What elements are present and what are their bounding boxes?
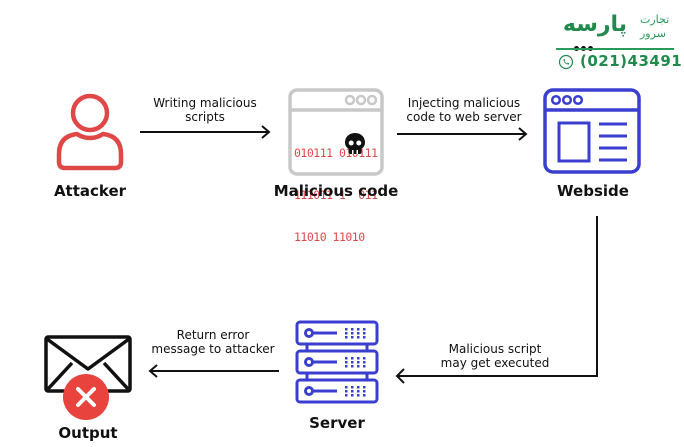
website-icon — [543, 88, 641, 174]
brand-tagline-1: تجارت — [640, 13, 670, 26]
edge-label-line: Writing malicious — [153, 96, 257, 110]
user-icon — [56, 93, 124, 171]
binary-line: 111011 1 011 — [294, 188, 378, 202]
attacker-label: Attacker — [53, 182, 127, 200]
edge-label-line: Return error — [176, 328, 250, 342]
edge-label-executed: Malicious script may get executed — [430, 342, 560, 370]
binary-line: 010111 010111 — [294, 146, 378, 160]
arrow-attacker-to-code — [140, 125, 271, 139]
edge-label-line: may get executed — [440, 356, 550, 370]
server-label: Server — [309, 414, 365, 432]
phone-number[interactable]: (021)43491 — [580, 52, 683, 70]
edge-label-line: Malicious script — [448, 342, 542, 356]
browser-code-icon — [288, 88, 384, 176]
edge-label-line: code to web server — [406, 110, 522, 124]
binary-line: 11010 11010 — [294, 230, 365, 244]
brand-name: پارسه — [562, 12, 628, 37]
arrow-server-to-output — [148, 364, 279, 378]
phone-icon — [558, 54, 574, 70]
edge-label-writing-scripts: Writing malicious scripts — [140, 96, 270, 124]
arrow-website-to-server — [395, 216, 598, 384]
output-label: Output — [58, 424, 118, 442]
website-label: Webside — [557, 182, 629, 200]
error-x-icon — [63, 374, 109, 420]
skull-icon — [345, 133, 365, 154]
arrow-code-to-website — [397, 127, 528, 141]
edge-label-injecting: Injecting malicious code to web server — [396, 96, 532, 124]
malicious-code-label: Malicious code — [273, 182, 399, 200]
edge-label-line: message to attacker — [151, 342, 275, 356]
edge-label-line: scripts — [185, 110, 225, 124]
brand-divider — [556, 48, 674, 50]
brand-logo: پارسه تجارت سرور — [556, 10, 676, 51]
edge-label-return-error: Return error message to attacker — [146, 328, 280, 356]
edge-label-line: Injecting malicious — [407, 96, 521, 110]
server-icon — [295, 320, 379, 404]
brand-tagline-2: سرور — [640, 27, 666, 40]
